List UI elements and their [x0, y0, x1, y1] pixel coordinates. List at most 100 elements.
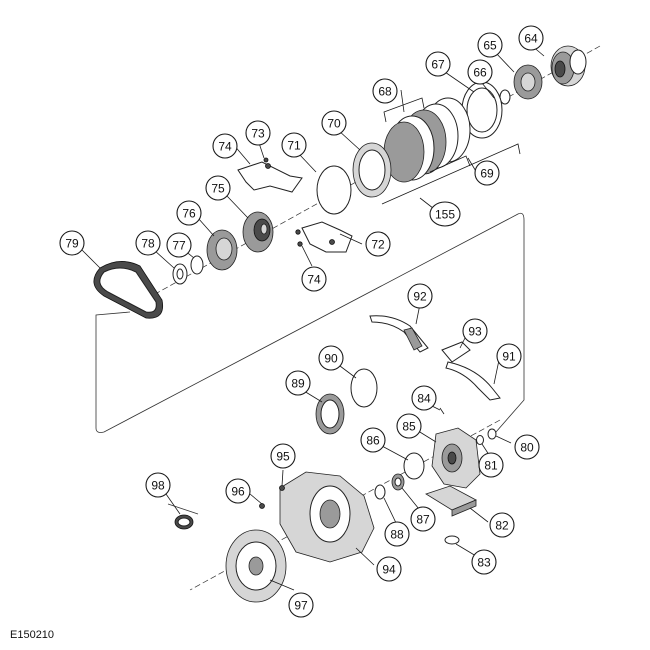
part-73-bracket	[237, 161, 303, 193]
part-70-pressure-plate	[352, 142, 392, 198]
callout-number: 96	[231, 485, 245, 499]
callout-91: 91	[496, 343, 522, 369]
callout-number: 92	[413, 290, 427, 304]
callout-circle	[384, 521, 410, 547]
callout-84: 84	[411, 385, 437, 411]
callout-97: 97	[288, 592, 314, 618]
part-76-sprocket	[206, 229, 238, 271]
callout-circle	[478, 452, 504, 478]
callout-number: 77	[172, 239, 186, 253]
callout-number: 91	[502, 350, 516, 364]
callout-circle	[425, 51, 451, 77]
part-81-seal	[476, 435, 484, 445]
callout-circle	[288, 592, 314, 618]
callout-number: 80	[520, 441, 534, 455]
callout-circle	[318, 345, 344, 371]
part-74-bolts	[263, 157, 303, 247]
callout-number: 88	[390, 528, 404, 542]
callout-number: 73	[251, 127, 265, 141]
leader-lines	[81, 44, 545, 591]
callout-65: 65	[477, 32, 503, 58]
part-90-snap-ring	[350, 368, 378, 408]
callout-92: 92	[407, 283, 433, 309]
callout-number: 79	[65, 237, 79, 251]
callout-89: 89	[285, 370, 311, 396]
callout-number: 70	[327, 117, 341, 131]
callout-93: 93	[462, 318, 488, 344]
part-84-pin	[439, 407, 445, 415]
part-77-snap-ring	[190, 255, 204, 275]
part-89-ring-gear	[315, 393, 345, 435]
callout-86: 86	[360, 427, 386, 453]
part-98-o-ring	[174, 514, 194, 530]
callout-circle	[407, 283, 433, 309]
callout-85: 85	[396, 413, 422, 439]
part-94-case	[279, 471, 375, 563]
callout-circle	[360, 427, 386, 453]
part-83-washer	[444, 535, 460, 545]
callout-circle	[135, 230, 161, 256]
callout-circle	[474, 160, 500, 186]
callout-87: 87	[410, 506, 436, 532]
callout-circle	[321, 110, 347, 136]
callout-circle	[212, 133, 238, 159]
callout-71: 71	[281, 132, 307, 158]
callout-number: 78	[141, 237, 155, 251]
part-92-band	[369, 315, 429, 353]
callout-76: 76	[176, 200, 202, 226]
callout-number: 66	[473, 66, 487, 80]
callout-circle	[429, 201, 461, 227]
callout-80: 80	[514, 434, 540, 460]
part-72-bracket	[301, 221, 353, 253]
callout-number: 155	[435, 208, 455, 222]
callout-94: 94	[376, 556, 402, 582]
callout-circle	[514, 434, 540, 460]
callout-circle	[462, 318, 488, 344]
callout-69: 69	[474, 160, 500, 186]
callout-68: 68	[372, 78, 398, 104]
callout-labels: 6465666768697071727374747576777879808182…	[59, 25, 544, 618]
part-64-shaft-drum	[550, 45, 587, 87]
callout-82: 82	[489, 512, 515, 538]
callout-number: 87	[416, 513, 430, 527]
callout-circle	[145, 472, 171, 498]
callout-75: 75	[205, 175, 231, 201]
callout-circle	[205, 175, 231, 201]
callout-98: 98	[145, 472, 171, 498]
callout-number: 65	[483, 39, 497, 53]
callout-number: 82	[495, 519, 509, 533]
callout-88: 88	[384, 521, 410, 547]
callout-95: 95	[270, 443, 296, 469]
callout-circle	[396, 413, 422, 439]
callout-number: 71	[287, 139, 301, 153]
callout-number: 97	[294, 599, 308, 613]
callout-74a: 74	[212, 133, 238, 159]
callout-number: 90	[324, 352, 338, 366]
callout-number: 81	[484, 459, 498, 473]
callout-circle	[225, 478, 251, 504]
callout-circle	[301, 266, 327, 292]
callout-number: 85	[402, 420, 416, 434]
callout-circle	[518, 25, 544, 51]
callout-155: 155	[429, 201, 461, 227]
callout-circle	[176, 200, 202, 226]
part-97-torque-converter	[225, 529, 287, 603]
part-71-snap-ring	[316, 165, 352, 215]
callout-77: 77	[166, 232, 192, 258]
callout-number: 75	[211, 182, 225, 196]
part-95-bolt	[279, 485, 285, 491]
callout-67: 67	[425, 51, 451, 77]
callout-66: 66	[467, 59, 493, 85]
part-88-seal	[374, 484, 386, 500]
callout-circle	[467, 59, 493, 85]
callout-circle	[489, 512, 515, 538]
callout-number: 72	[371, 238, 385, 252]
callout-number: 74	[307, 273, 321, 287]
callout-number: 83	[477, 556, 491, 570]
part-68-clutch-pack	[383, 97, 471, 183]
callout-circle	[410, 506, 436, 532]
part-80-seal	[487, 428, 497, 440]
callout-circle	[372, 78, 398, 104]
callout-circle	[496, 343, 522, 369]
